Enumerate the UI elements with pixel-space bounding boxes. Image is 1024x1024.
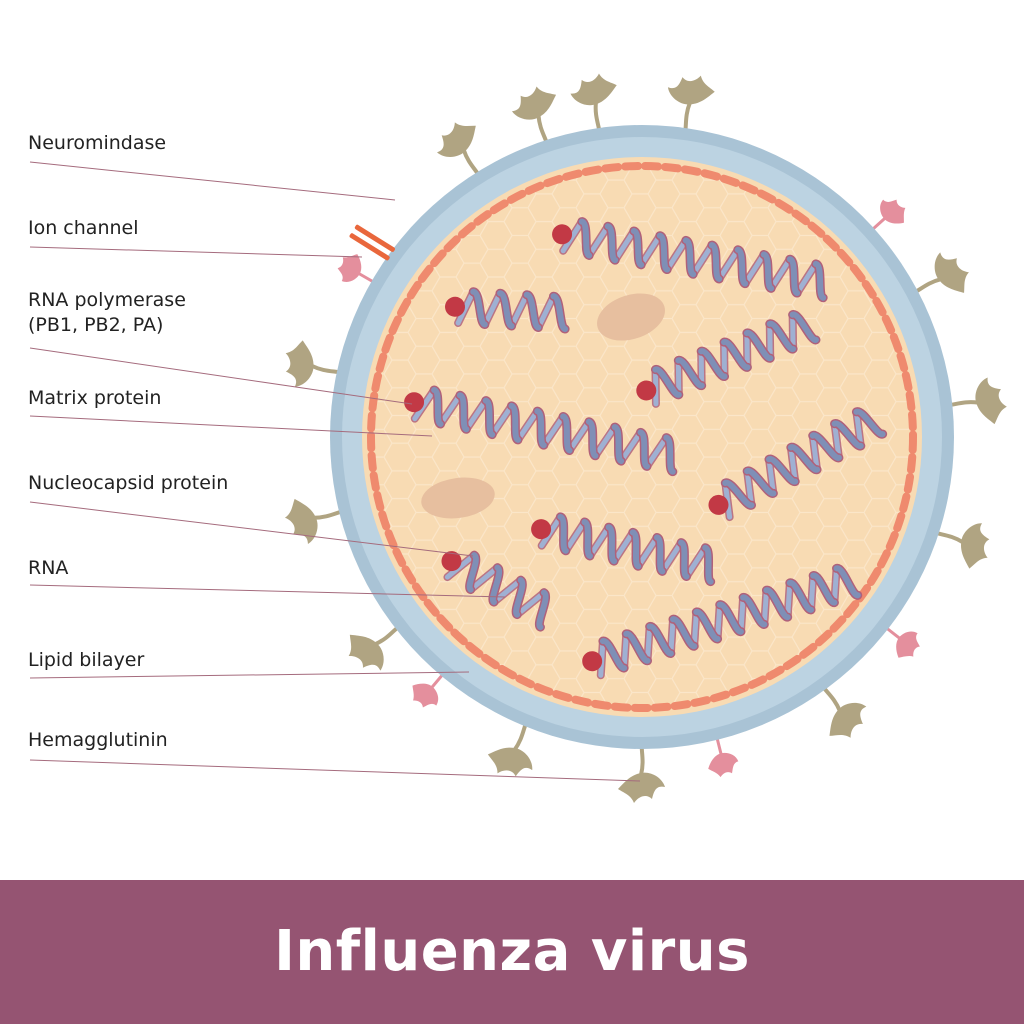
rna-polymerase-dot xyxy=(404,392,425,413)
label-neuraminidase: Neuromindase xyxy=(28,132,167,154)
rna-helix xyxy=(552,217,828,303)
rna-helix xyxy=(636,310,821,408)
ion-channel-icon xyxy=(349,224,395,261)
virus-diagram xyxy=(29,73,1007,803)
rna-segments xyxy=(404,217,888,680)
label-rna-polymerase-line1: RNA polymerase xyxy=(28,289,186,311)
title-banner: Influenza virus xyxy=(0,880,1024,1024)
label-lipid-bilayer: Lipid bilayer xyxy=(28,649,145,671)
label-ion-channel: Ion channel xyxy=(28,217,139,239)
rna-polymerase-dot xyxy=(552,224,573,245)
rna-helix xyxy=(445,287,570,334)
leader-line xyxy=(29,584,506,598)
label-rna: RNA xyxy=(28,557,69,579)
leader-line xyxy=(29,161,396,201)
rna-polymerase-dot xyxy=(582,651,603,672)
diagram-title: Influenza virus xyxy=(274,918,750,984)
rna-helix xyxy=(582,563,863,680)
rna-helix xyxy=(441,550,550,632)
envelope-spikes xyxy=(284,73,1007,803)
label-rna-polymerase: RNA polymerase (PB1, PB2, PA) xyxy=(28,288,186,338)
vesicle-ellipse xyxy=(597,293,665,341)
matrix-protein-layer xyxy=(367,162,917,712)
diagram-stage: Neuromindase Ion channel RNA polymerase … xyxy=(28,73,1007,803)
vesicle-ellipse xyxy=(421,477,495,519)
rna-helix xyxy=(404,385,678,477)
rna-polymerase-dot xyxy=(531,519,552,540)
rna-polymerase-dot xyxy=(445,296,466,317)
leader-line xyxy=(29,671,470,679)
label-matrix-protein: Matrix protein xyxy=(28,387,162,409)
rna-helix xyxy=(531,512,716,587)
rna-polymerase-dot xyxy=(636,380,657,401)
leader-line xyxy=(29,347,413,405)
rna-polymerase-dot xyxy=(708,494,729,515)
leader-line xyxy=(29,759,641,782)
rna-polymerase-dot xyxy=(441,551,462,572)
leader-line xyxy=(29,415,433,437)
leader-line xyxy=(29,246,363,258)
label-rna-polymerase-line2: (PB1, PB2, PA) xyxy=(28,314,164,336)
rna-helix xyxy=(708,407,888,522)
label-hemagglutinin: Hemagglutinin xyxy=(28,729,168,751)
leader-line xyxy=(29,501,474,557)
label-nucleocapsid-protein: Nucleocapsid protein xyxy=(28,472,229,494)
leader-lines xyxy=(29,161,641,782)
